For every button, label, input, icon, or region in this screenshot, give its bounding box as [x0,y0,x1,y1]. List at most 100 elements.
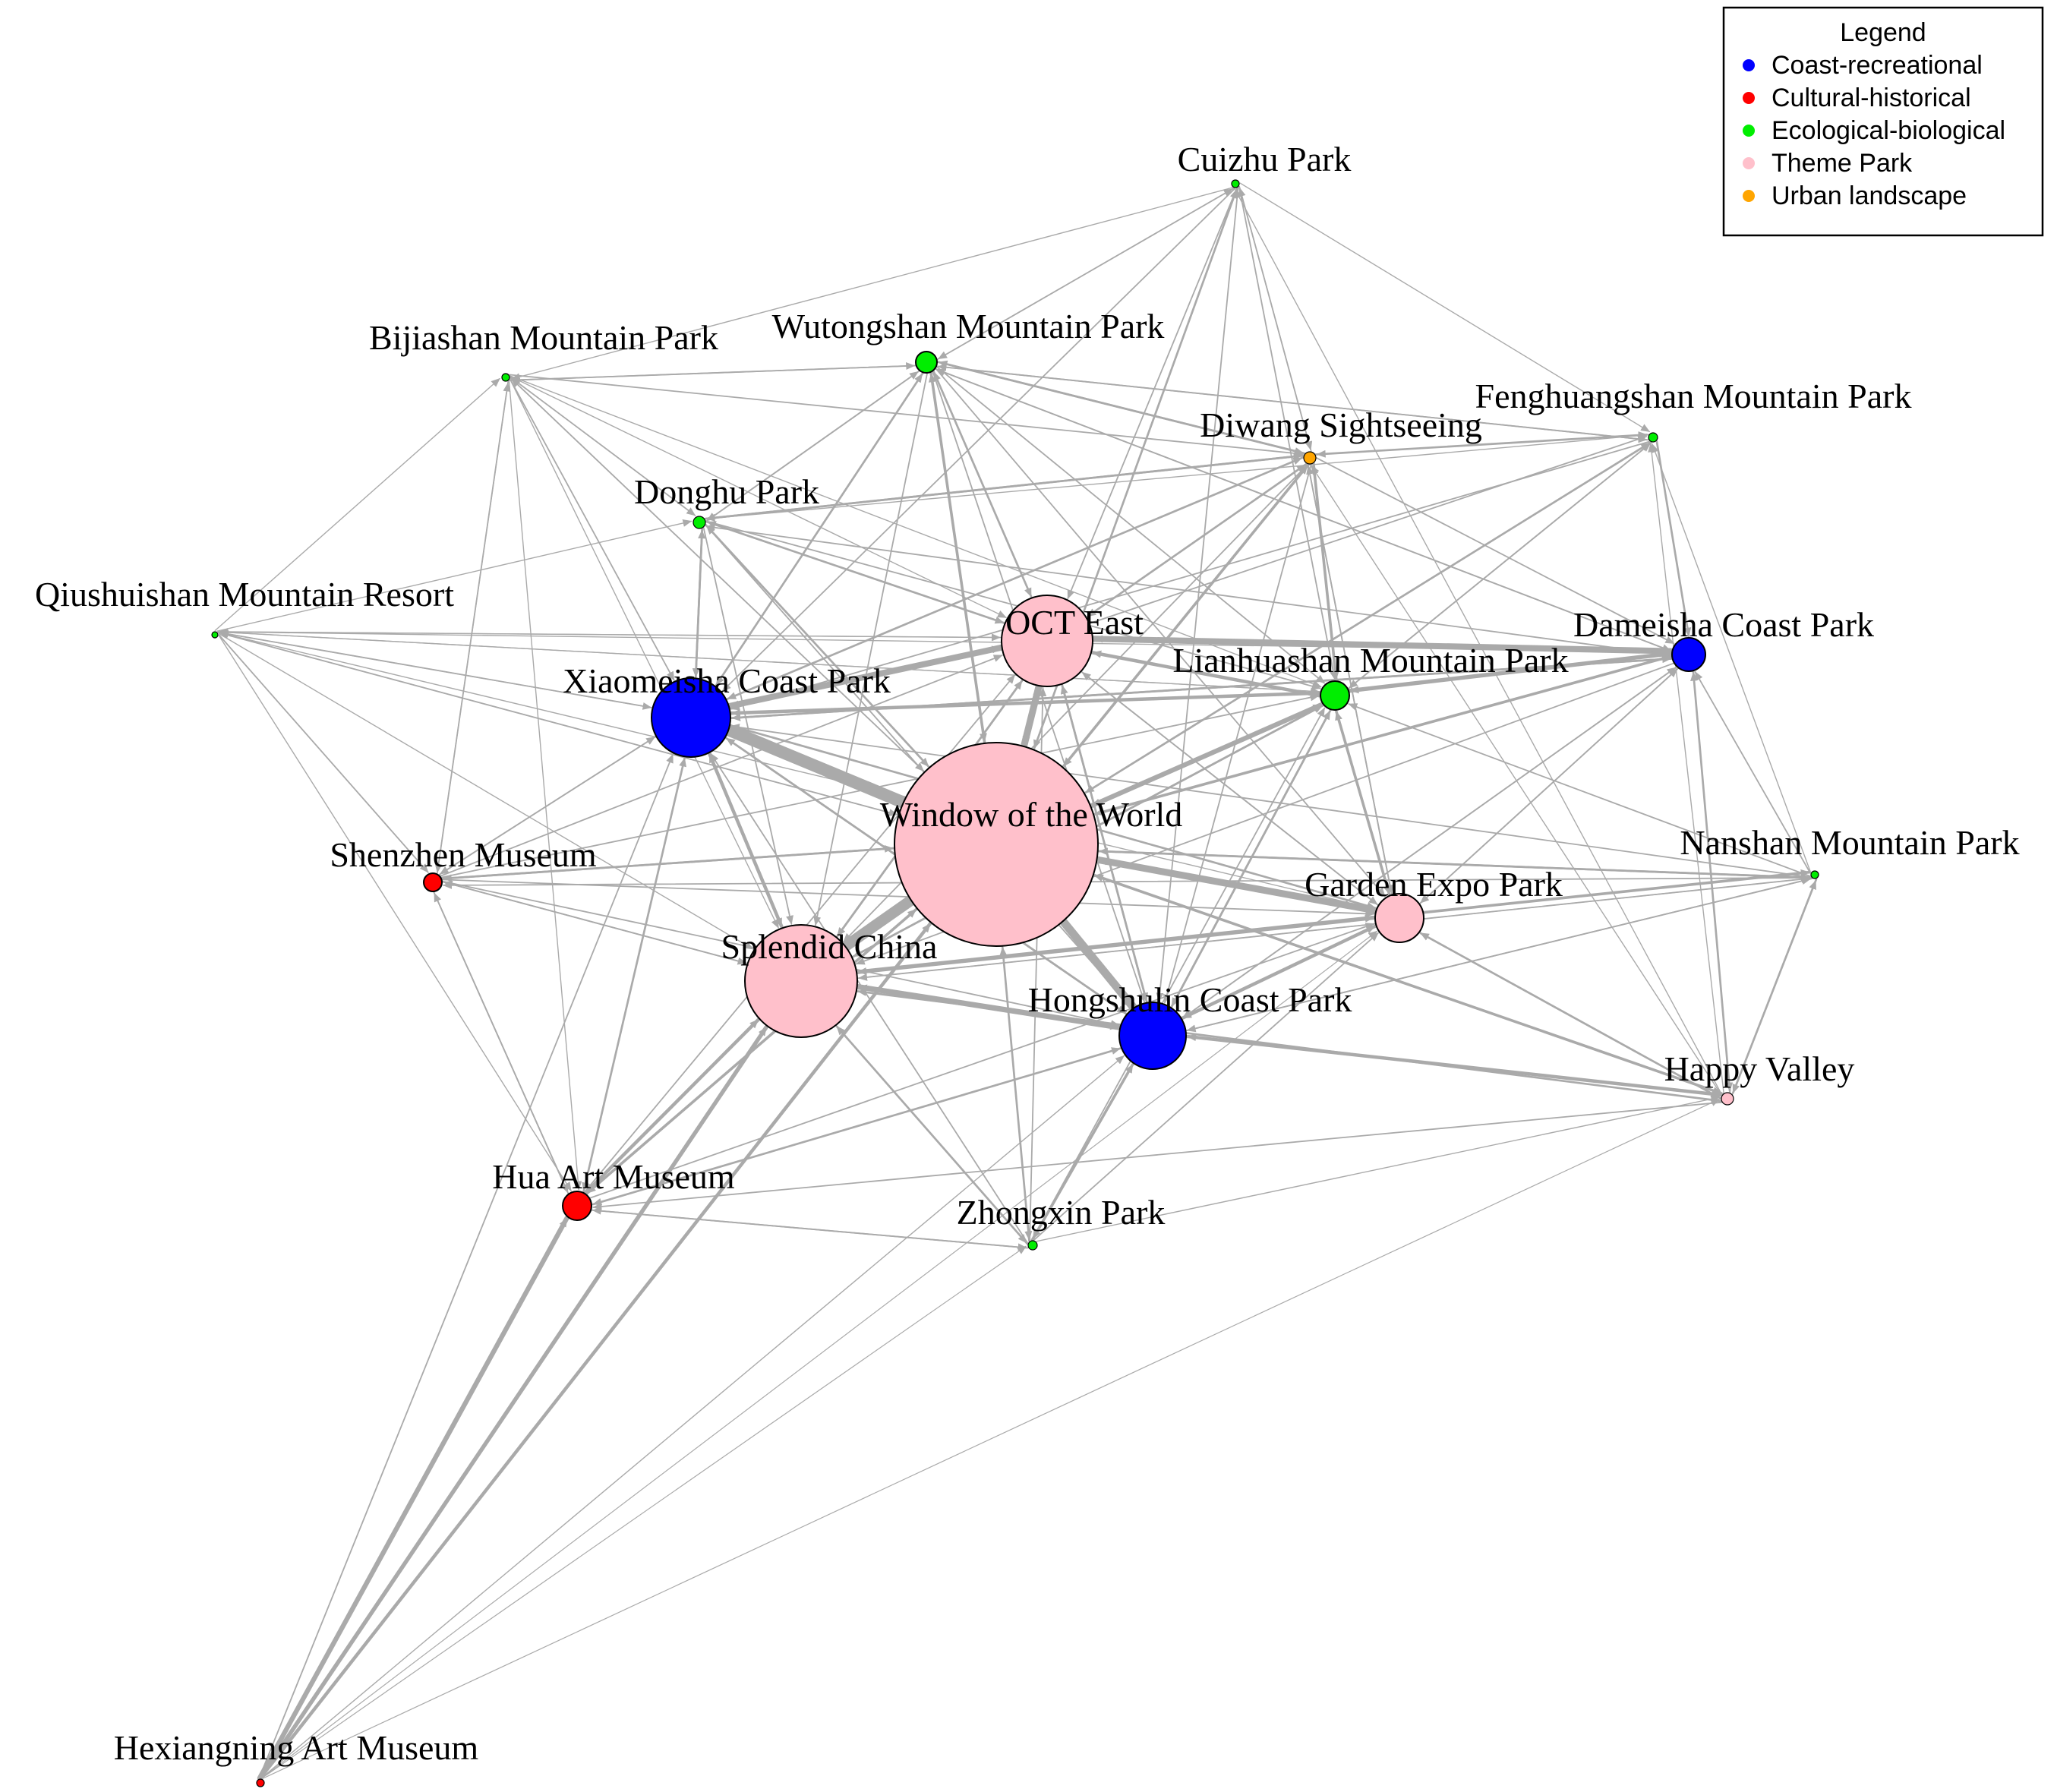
edge-wotw-to-wutong [928,372,986,745]
edge-garden-to-splendid [857,917,1377,975]
node-label-donghu: Donghu Park [634,472,819,511]
edge-nanshan-to-shenzhen [443,877,1812,889]
edge-donghu-to-lianhua [705,520,1321,690]
edge-splendid-to-nanshan [857,875,1811,980]
edge-wotw-to-zhongxin [1002,945,1033,1241]
node-hexiangning[interactable] [256,1778,265,1787]
node-qiu[interactable] [211,631,219,639]
edge-zhongxin-to-xiaomeisha [710,752,1029,1244]
edge-xiaomeisha-to-shenzhen [439,735,657,875]
edge-happy-to-feng [1648,443,1724,1094]
edge-oct-to-feng [1088,435,1648,624]
node-diwang[interactable] [1303,451,1317,465]
legend-title: Legend [1840,18,1926,47]
node-label-hongshulin: Hongshulin Coast Park [1028,980,1352,1019]
edge-qiu-to-dameisha [217,631,1672,655]
node-donghu[interactable] [693,516,706,529]
node-dameisha[interactable] [1671,637,1706,672]
node-happy[interactable] [1721,1092,1734,1106]
edge-wotw-to-qiu [219,631,900,816]
node-cuizhu[interactable] [1231,179,1240,188]
edge-oct-to-wutong [933,371,1033,599]
edge-qiu-to-bijia [214,377,500,632]
edge-wutong-to-feng [935,365,1648,443]
edge-cuizhu-to-bijia [510,187,1233,381]
node-label-splendid: Splendid China [721,927,938,966]
node-oct[interactable] [1001,595,1093,687]
node-garden[interactable] [1374,893,1424,943]
node-shenzhen[interactable] [423,872,443,892]
edge-zhongxin-to-happy [1036,1095,1721,1242]
node-label-hua: Hua Art Museum [492,1157,735,1196]
edge-bijia-to-wutong [509,361,916,381]
edge-hongshulin-to-lianhua [1169,710,1331,1009]
edge-diwang-to-garden [1307,463,1394,894]
edge-garden-to-dameisha [1418,668,1678,905]
node-wotw[interactable] [894,742,1099,947]
node-label-qiu: Qiushuishan Mountain Resort [35,575,454,614]
node-label-nanshan: Nanshan Mountain Park [1680,823,2019,862]
legend-swatch-cultural [1743,92,1755,104]
edge-hongshulin-to-nanshan [1185,877,1812,1032]
edge-wutong-to-lianhua [935,365,1326,684]
node-feng[interactable] [1648,432,1658,443]
edge-oct-to-garden [1080,670,1378,905]
edge-wotw-to-shenzhen [442,847,896,882]
edge-splendid-to-zhongxin [834,1024,1027,1244]
node-hongshulin[interactable] [1118,1002,1187,1070]
edge-hexiangning-to-xiaomeisha [258,753,674,1779]
edge-hexiangning-to-happy [262,1098,1721,1779]
legend-label-theme: Theme Park [1771,149,1913,178]
edge-shenzhen-to-hua [433,891,569,1194]
node-label-wotw: Window of the World [880,795,1183,834]
node-hua[interactable] [562,1191,592,1221]
edge-oct-to-diwang [1085,464,1306,618]
edge-happy-to-hua [592,1101,1723,1210]
edge-wutong-to-garden [935,368,1386,898]
legend-item-eco: Ecological-biological [1743,116,2005,145]
node-xiaomeisha[interactable] [651,677,731,758]
edge-xiaomeisha-to-wutong [715,373,923,687]
edge-nanshan-to-lianhua [1348,703,1811,877]
edge-wutong-to-dameisha [934,368,1672,651]
edge-diwang-to-donghu [705,454,1305,522]
edge-cuizhu-to-lianhua [1238,186,1337,680]
node-zhongxin[interactable] [1027,1240,1038,1251]
edge-hexiangning-to-hua [257,1216,569,1781]
node-label-zhongxin: Zhongxin Park [957,1193,1166,1232]
edge-bijia-to-diwang [509,374,1304,457]
edge-splendid-to-happy [856,990,1721,1104]
node-label-xiaomeisha: Xiaomeisha Coast Park [563,661,891,700]
edge-cuizhu-to-hongshulin [1156,187,1239,1002]
edge-garden-to-happy [1418,932,1721,1099]
edge-wotw-to-lianhua [1088,702,1324,809]
legend-item-cultural: Cultural-historical [1743,84,1971,112]
edge-happy-to-dameisha [1690,671,1731,1093]
edge-donghu-to-wutong [705,371,920,522]
edge-wotw-to-hua [585,907,919,1194]
edge-oct-to-donghu [706,521,1006,624]
edge-bijia-to-hua [508,380,582,1191]
node-splendid[interactable] [744,924,858,1038]
node-nanshan[interactable] [1810,870,1819,879]
edge-lianhua-to-xiaomeisha [730,691,1322,717]
edge-hua-to-zhongxin [590,1209,1027,1251]
edge-diwang-to-wutong [938,360,1306,455]
edge-wotw-to-bijia [511,378,926,773]
edge-donghu-to-feng [704,431,1648,519]
edge-hexiangning-to-garden [261,930,1378,1779]
node-label-happy: Happy Valley [1664,1049,1855,1088]
node-bijia[interactable] [501,373,510,382]
node-wutong[interactable] [915,351,938,374]
legend-box [1722,6,2044,237]
edge-qiu-to-splendid [218,633,754,950]
edge-qiu-to-garden [218,632,1376,911]
edge-hongshulin-to-zhongxin [1032,1062,1134,1239]
legend-swatch-theme [1743,157,1755,169]
legend-swatch-eco [1743,125,1755,137]
node-label-garden: Garden Expo Park [1305,865,1563,904]
node-lianhua[interactable] [1320,680,1350,711]
edge-shenzhen-to-lianhua [440,693,1320,879]
edge-garden-to-hongshulin [1182,924,1377,1019]
